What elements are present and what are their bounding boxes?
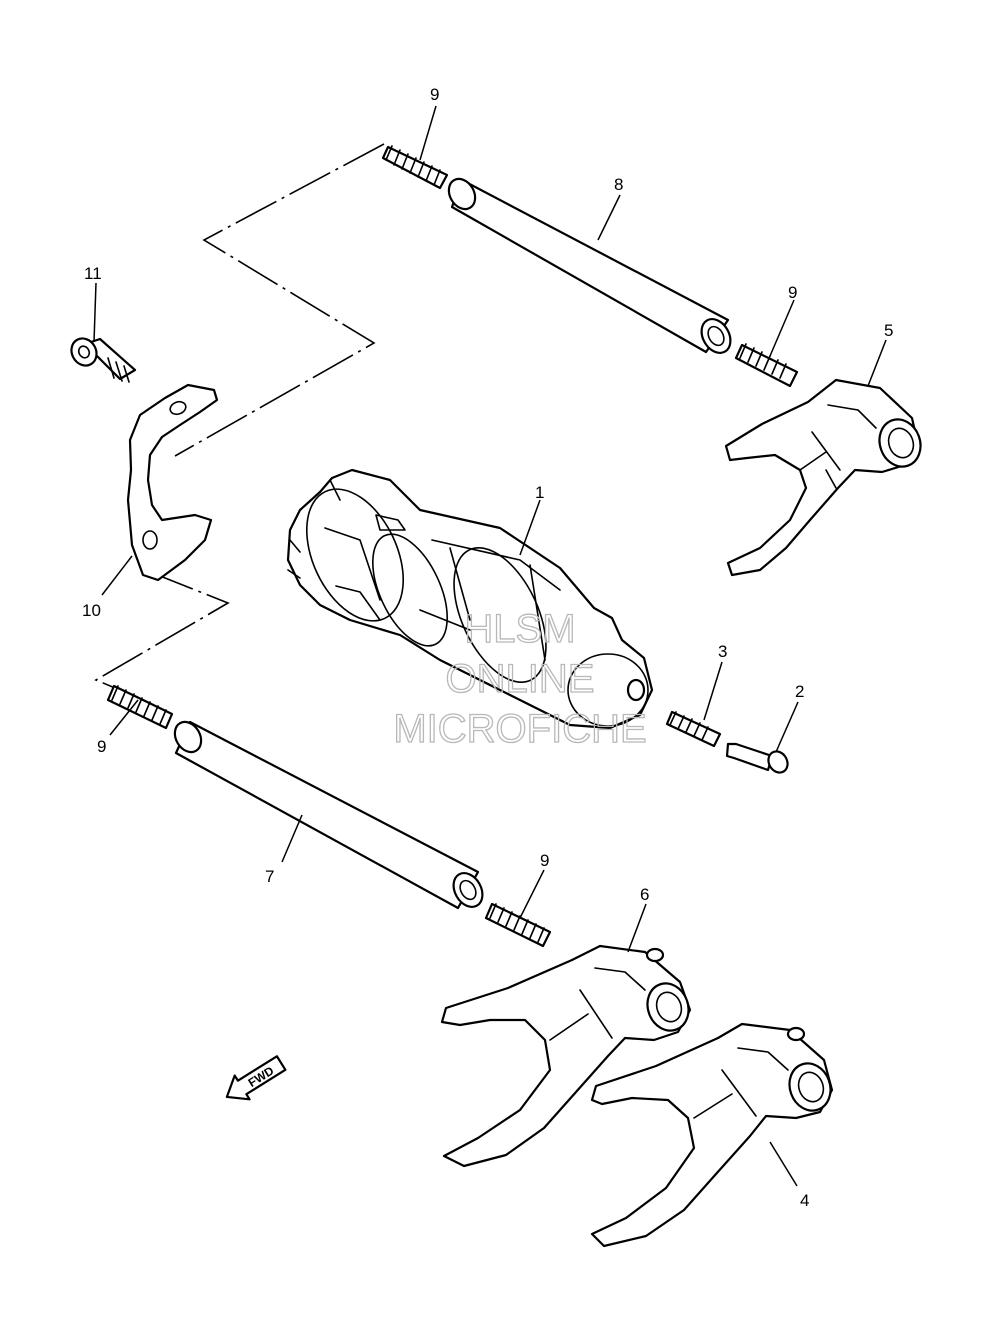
shift-fork-4: [590, 1022, 834, 1248]
shift-fork-5: [724, 378, 922, 577]
callout-9-top: 9: [430, 85, 439, 104]
callout-5: 5: [884, 321, 893, 340]
spring-9-right: [734, 343, 799, 388]
spring-3: [665, 710, 722, 748]
watermark: HLSM ONLINE MICROFICHE: [393, 606, 648, 751]
callout-9-right: 9: [788, 283, 797, 302]
callout-8: 8: [614, 175, 623, 194]
spring-9-top: [381, 145, 449, 190]
callout-2: 2: [795, 682, 804, 701]
watermark-line-2: ONLINE: [446, 657, 595, 701]
spring-9-left: [106, 684, 174, 730]
callout-9-left: 9: [97, 737, 106, 756]
bolt-11: [70, 337, 137, 383]
callout-10: 10: [82, 601, 101, 620]
fwd-arrow-icon: FWD: [225, 1055, 287, 1101]
callout-7: 7: [265, 867, 274, 886]
callout-1: 1: [535, 483, 544, 502]
pin-2: [725, 742, 789, 774]
shift-fork-6: [440, 944, 692, 1168]
shift-drum-1: [286, 468, 654, 730]
spring-9-bottom: [484, 902, 552, 948]
callout-4: 4: [800, 1191, 809, 1210]
guide-bar-7: [173, 720, 484, 910]
callout-9-bottom: 9: [540, 851, 549, 870]
guide-bar-8: [447, 177, 732, 354]
leader-lines: [93, 105, 887, 1187]
callout-3: 3: [718, 642, 727, 661]
watermark-line-3: MICROFICHE: [393, 707, 646, 751]
assembly-line-lower: [94, 571, 230, 689]
watermark-line-1: HLSM: [464, 607, 575, 651]
assembly-line-upper: [174, 143, 385, 457]
retainer-plate-10: [126, 383, 219, 582]
callout-6: 6: [640, 885, 649, 904]
callout-11: 11: [84, 264, 102, 283]
